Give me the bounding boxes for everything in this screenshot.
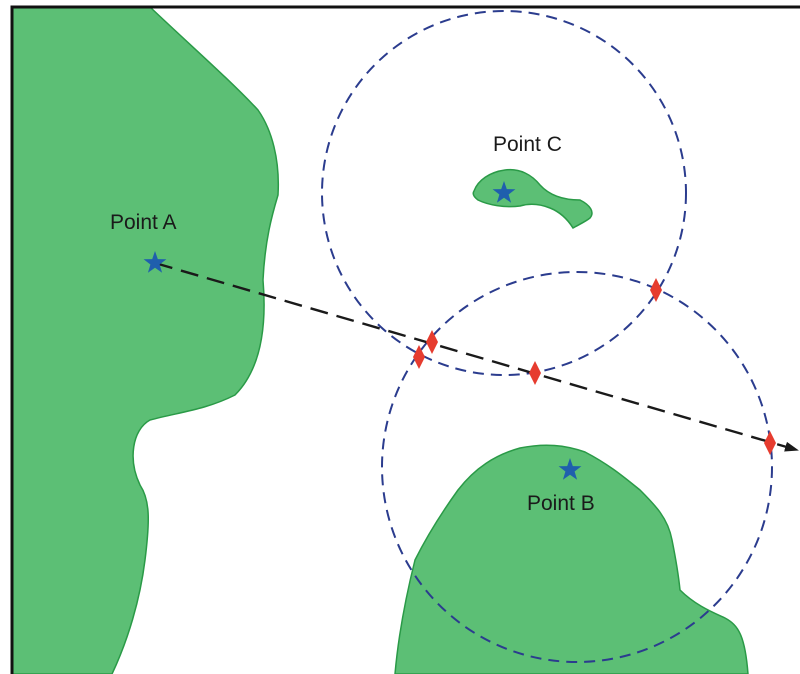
diamond-icon — [413, 345, 425, 369]
range-circle-c — [321, 10, 687, 376]
diamond-icon — [650, 278, 662, 302]
intersection-markers — [413, 278, 776, 455]
bearing-arrow — [154, 261, 799, 452]
label-point-b: Point B — [527, 492, 595, 515]
label-point-c: Point C — [493, 133, 562, 156]
star-icon — [492, 181, 516, 203]
landmass-south — [394, 444, 749, 674]
star-icon — [143, 251, 167, 273]
landmass-west — [11, 6, 280, 674]
star-icon — [558, 458, 582, 480]
label-point-a: Point A — [110, 211, 177, 234]
frame-border — [10, 5, 800, 674]
diamond-icon — [426, 330, 438, 354]
diamond-icon — [764, 431, 776, 455]
diamond-icon — [529, 361, 541, 385]
range-circle-b — [381, 271, 773, 663]
